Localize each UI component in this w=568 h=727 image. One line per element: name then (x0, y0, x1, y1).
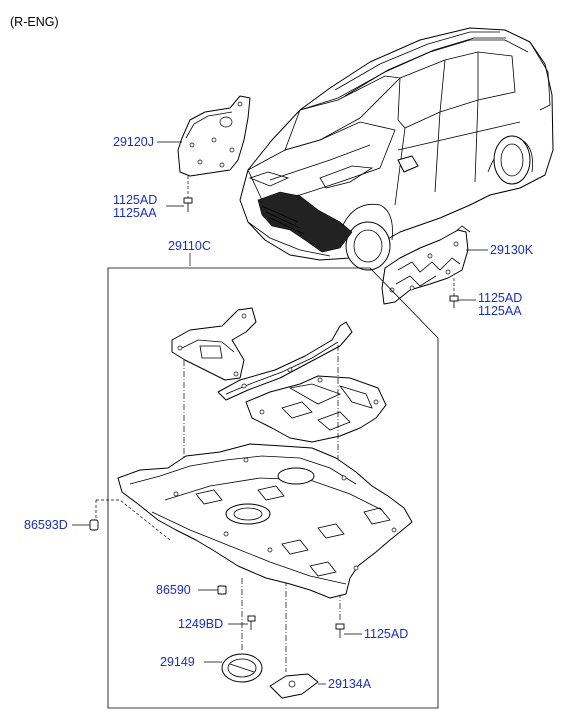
label-29130K[interactable]: 29130K (490, 243, 534, 257)
label-1125AA-left[interactable]: 1125AA (113, 206, 157, 220)
bolt-1125AD-bottom (335, 623, 345, 638)
label-29134A[interactable]: 29134A (328, 677, 372, 691)
bolt-1125AD-right (449, 278, 459, 308)
label-29110C[interactable]: 29110C (168, 239, 211, 253)
label-1125AD-right[interactable]: 1125AD (478, 291, 522, 305)
label-1125AA-right[interactable]: 1125AA (478, 304, 522, 318)
label-1125AD-left[interactable]: 1125AD (113, 193, 157, 207)
diagonal-strip (217, 321, 353, 401)
main-underbody-shield (117, 443, 413, 599)
nut-86590 (217, 585, 227, 595)
middle-shield (245, 375, 387, 443)
cover-29149 (221, 653, 263, 683)
engine-variant-heading: (R-ENG) (10, 15, 59, 29)
label-1249BD[interactable]: 1249BD (178, 617, 223, 631)
cover-29134A (269, 673, 319, 699)
vehicle-illustration (239, 27, 554, 271)
label-29120J[interactable]: 29120J (113, 135, 154, 149)
part-29130K-panel (381, 225, 471, 305)
label-86593D[interactable]: 86593D (24, 518, 68, 532)
label-86590[interactable]: 86590 (156, 583, 191, 597)
assembly-bounding-box (107, 267, 439, 709)
label-29149[interactable]: 29149 (160, 655, 195, 669)
label-1125AD-bottom[interactable]: 1125AD (364, 627, 408, 641)
part-29120J-panel (177, 95, 251, 177)
bolt-1125AD-left (183, 176, 193, 212)
upper-shield-left (171, 307, 257, 381)
screw-1249BD (247, 615, 256, 630)
